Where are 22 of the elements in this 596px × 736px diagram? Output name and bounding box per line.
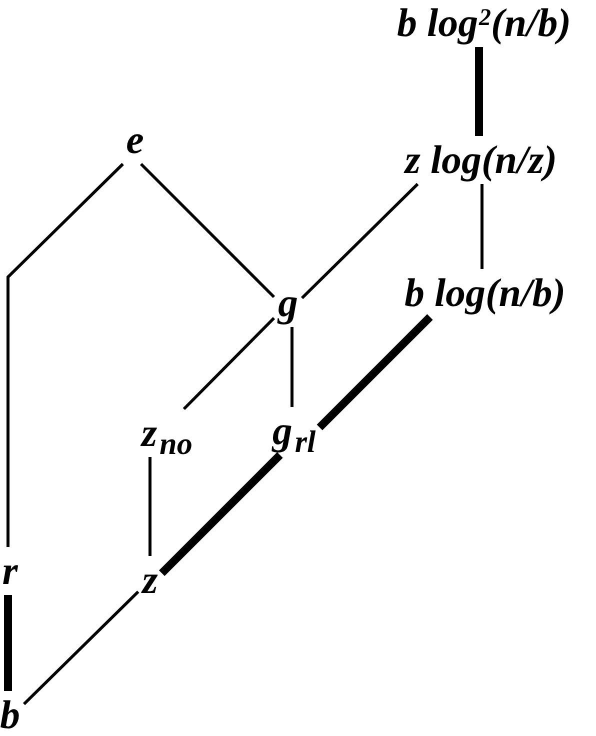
line: [22, 590, 140, 706]
math-label: b: [0, 695, 20, 735]
math-label: b log(n/b): [404, 273, 566, 313]
math-label: g$_{rl}$: [272, 411, 316, 451]
line: [182, 317, 276, 410]
line: [6, 162, 124, 547]
math-label: b log$^{2}$(n/b): [396, 3, 572, 43]
line: [140, 162, 276, 298]
thick-line: [316, 314, 433, 430]
thick-line: [4, 595, 12, 691]
math-label: z: [142, 560, 158, 600]
math-label: g: [278, 283, 298, 323]
line: [480, 184, 484, 269]
thick-line: [475, 47, 483, 136]
math-label: e: [126, 120, 144, 160]
math-label: z$_{no}$: [142, 413, 192, 453]
line: [300, 182, 419, 300]
line: [290, 327, 294, 407]
line: [148, 457, 152, 556]
math-label: z log(n/z): [404, 140, 558, 180]
thick-line: [158, 452, 283, 576]
math-label: r: [2, 551, 18, 591]
